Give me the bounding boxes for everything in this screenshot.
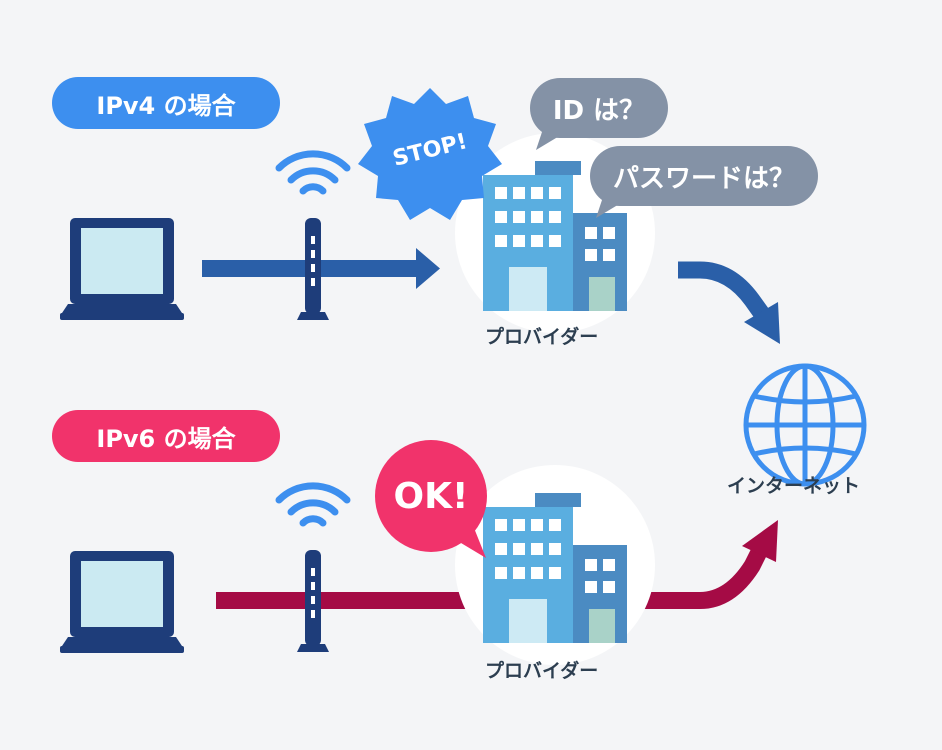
password-bubble-text: パスワードは？ (612, 163, 795, 194)
ipv6-router (279, 486, 347, 652)
stop-badge (358, 88, 502, 220)
password-bubble-shape (590, 146, 818, 218)
ok-text: OK! (393, 475, 469, 517)
ipv4-internet-arrow (678, 261, 780, 344)
ipv4-provider-label: プロバイダー (485, 326, 599, 348)
ipv6-line (216, 520, 778, 609)
globe-icon (743, 363, 867, 487)
ipv6-label: IPv6 の場合 (52, 410, 280, 462)
id-bubble-shape (530, 78, 668, 150)
internet-label: インターネット (727, 475, 861, 497)
id-bubble-text: ID は？ (552, 95, 646, 126)
ipv6-laptop (60, 551, 184, 653)
ipv4-laptop (60, 218, 184, 320)
ipv4-router (279, 154, 347, 320)
ipv4-label: IPv4 の場合 (52, 77, 280, 129)
ipv6-provider-label: プロバイダー (485, 660, 599, 682)
ok-badge (375, 440, 487, 558)
